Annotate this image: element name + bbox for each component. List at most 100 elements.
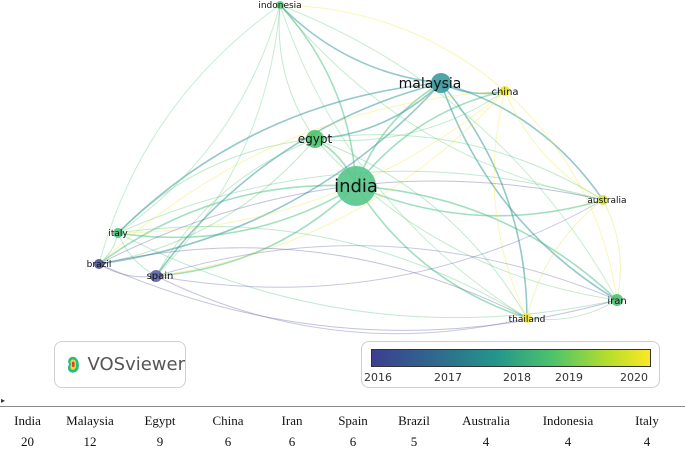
network-edges [98,4,621,335]
table-header-row: India Malaysia Egypt China Iran Spain Br… [0,410,685,431]
edge-australia-thailand [526,199,604,319]
table-divider [0,406,685,407]
node-spain[interactable] [150,270,162,282]
node-label-china: china [491,87,518,98]
table-header-cell: Iran [281,412,303,428]
logo-text: VOSviewer [87,354,185,375]
edge-malaysia-australia [440,82,604,201]
edge-china-thailand [493,90,528,319]
edge-indonesia-australia [279,4,604,201]
edge-china-spain [155,90,506,277]
node-malaysia[interactable] [431,73,451,93]
node-label-egypt: egypt [298,132,333,146]
table-value-cell: 20 [21,433,34,449]
table-header-cell: India [14,412,41,428]
edge-iran-thailand [526,299,618,321]
edge-egypt-australia [314,134,604,201]
edge-egypt-brazil [98,138,316,265]
vosviewer-logo: VOSviewer [54,341,186,388]
edge-malaysia-spain [155,82,442,277]
edge-india-spain [155,185,357,277]
node-label-india: india [334,176,378,197]
table-value-cell: 6 [288,433,296,449]
edge-indonesia-italy [117,4,281,234]
legend-tick: 2018 [503,371,531,384]
edge-egypt-china [314,90,506,142]
row-marker-icon: ▸ [1,396,6,405]
node-china[interactable] [500,86,510,96]
table-value-cell: 4 [482,433,490,449]
table-header-cell: Egypt [144,412,176,428]
node-thailand[interactable] [522,313,532,323]
node-italy[interactable] [113,228,123,238]
edge-india-italy [117,185,357,239]
edge-egypt-thailand [314,138,528,319]
legend-tick: 2017 [434,371,462,384]
node-india[interactable] [336,166,376,206]
node-label-brazil: brazil [87,260,112,270]
table-header-cell: Brazil [398,412,430,428]
table-value-row: 20 12 9 6 6 6 5 4 4 4 [0,431,685,452]
table-header-cell: Spain [338,412,368,428]
table-value-cell: 12 [83,433,97,449]
table-value-cell: 4 [643,433,651,449]
edge-egypt-italy [117,138,316,234]
node-label-malaysia: malaysia [399,76,462,92]
edge-malaysia-brazil [98,82,442,265]
edge-spain-thailand [155,275,528,335]
edge-india-thailand [355,185,528,319]
table-header-cell: Indonesia [542,412,594,428]
year-color-legend: 2016 2017 2018 2019 2020 [361,341,660,388]
edge-india-china [355,90,506,187]
node-label-thailand: thailand [509,315,546,325]
node-label-indonesia: indonesia [258,1,301,11]
edge-china-brazil [98,90,506,265]
edge-malaysia-thailand [440,82,528,319]
network-nodes: india malaysia egypt china indonesia italy bra… [87,1,627,325]
edge-indonesia-spain [155,4,281,277]
edge-egypt-indonesia [278,4,316,140]
node-iran[interactable] [611,294,623,306]
node-label-italy: italy [108,229,128,239]
edge-indonesia-brazil [98,4,281,265]
country-count-table: India Malaysia Egypt China Iran Spain Br… [0,410,685,452]
edge-spain-australia [155,199,604,288]
table-header-cell: China [212,412,244,428]
edge-malaysia-egypt [314,82,442,140]
edge-italy-iran [117,232,618,319]
node-australia[interactable] [598,195,608,205]
table-value-cell: 6 [349,433,357,449]
table-value-cell: 4 [564,433,572,449]
table-header-cell: Italy [635,412,659,428]
co-authorship-network: india malaysia egypt china indonesia italy bra… [87,1,627,335]
edge-china-indonesia [279,4,506,92]
node-egypt[interactable] [306,130,324,148]
table-header-cell: Australia [462,412,510,428]
edge-india-iran [355,185,618,301]
edge-egypt-spain [155,138,316,277]
edge-indonesia-thailand [279,4,528,319]
edge-india-australia [355,185,604,217]
table-value-cell: 9 [156,433,164,449]
edge-spain-iran [155,245,618,301]
edge-china-italy [117,90,506,234]
edge-brazil-thailand [98,247,528,319]
edge-indonesia-iran [279,4,618,301]
legend-tick: 2016 [364,371,392,384]
edge-malaysia-italy [117,82,442,234]
legend-tick: 2020 [620,371,648,384]
node-indonesia[interactable] [276,1,284,9]
edge-india-indonesia [279,4,357,187]
node-brazil[interactable] [94,259,104,269]
table-value-cell: 6 [224,433,232,449]
legend-tick: 2019 [555,371,583,384]
vosviewer-icon [67,356,79,373]
edge-australia-iran [602,199,621,301]
edge-malaysia-indonesia [279,4,442,84]
table-header-cell: Malaysia [66,412,114,428]
edge-china-australia [504,90,604,201]
edge-brazil-iran [98,263,618,331]
table-value-cell: 5 [410,433,418,449]
edge-italy-thailand [117,225,528,319]
legend-gradient-bar [371,349,651,367]
